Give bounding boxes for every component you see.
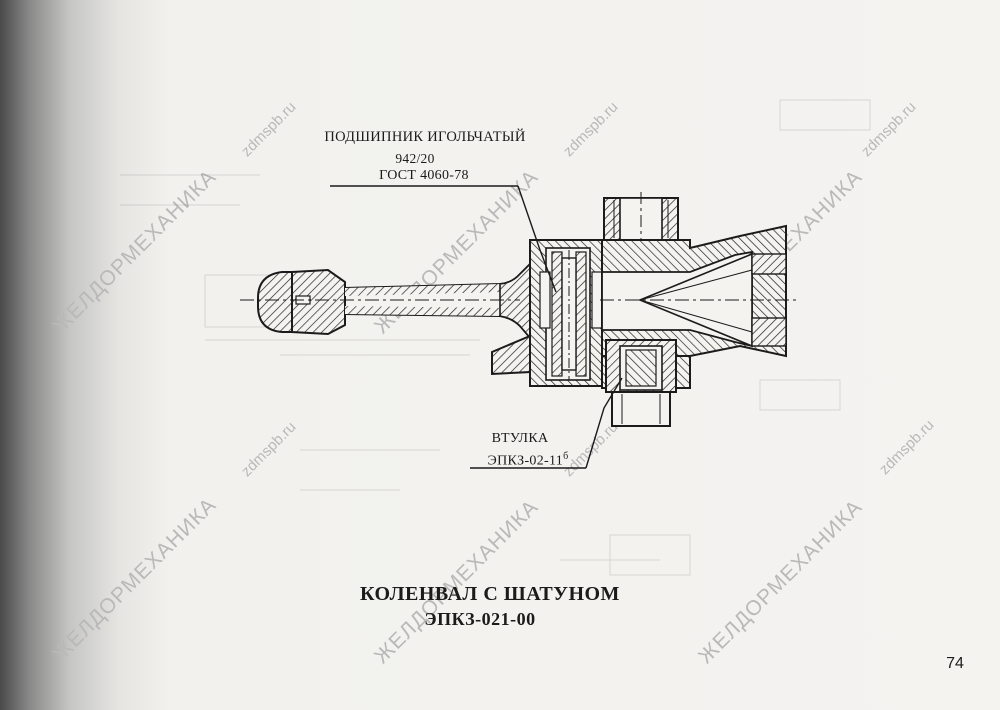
top-port <box>603 192 679 410</box>
bushing-port <box>605 339 677 427</box>
show-through-lines <box>120 99 871 576</box>
main-body <box>600 224 800 358</box>
bushing-code-label: ЭПКЗ-02-11б <box>478 448 578 471</box>
rod-end <box>257 268 346 336</box>
rod-shaft <box>240 259 533 343</box>
bushing-code-superscript: б <box>563 451 569 462</box>
page-number: 74 <box>946 655 964 672</box>
bushing-leader <box>470 377 623 469</box>
bearing-size-label: 942/20 <box>395 151 435 166</box>
bearing-standard-label: ГОСТ 4060-78 <box>379 168 469 183</box>
drawing-code: ЭПКЗ-021-00 <box>424 609 536 629</box>
bearing-name-label: ПОДШИПНИК ИГОЛЬЧАТЫЙ <box>324 129 526 145</box>
bushing-name-label: ВТУЛКА <box>491 431 549 446</box>
bearing-leader <box>330 185 557 293</box>
drawing-title: КОЛЕНВАЛ С ШАТУНОМ <box>360 583 620 605</box>
bearing-housing <box>529 239 603 387</box>
bushing-code: ЭПКЗ-02-11 <box>487 453 564 469</box>
